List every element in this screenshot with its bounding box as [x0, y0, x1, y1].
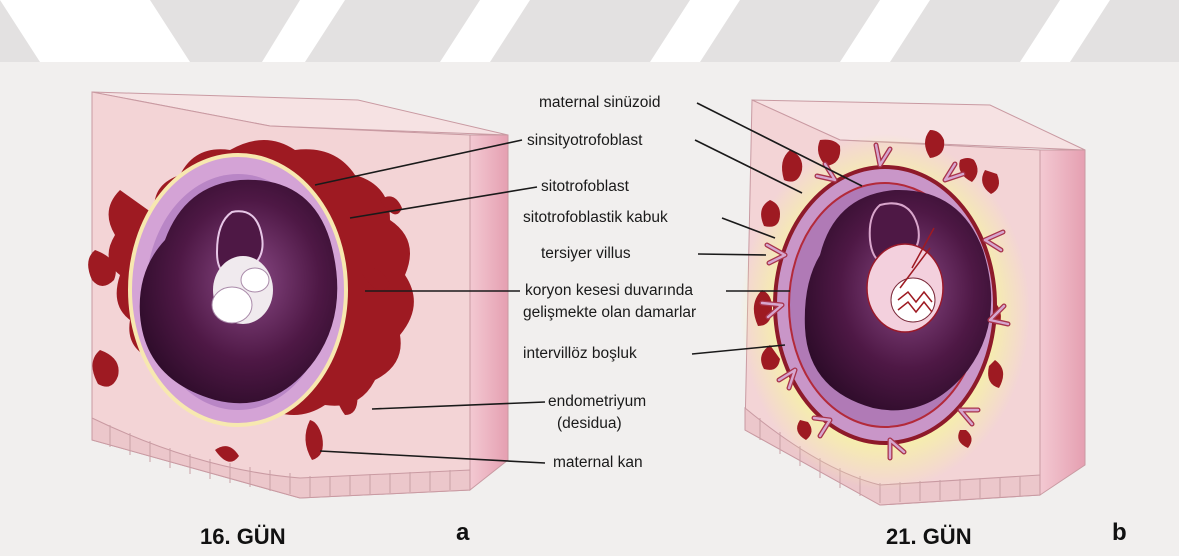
labels: maternal sinüzoid sinsityotrofoblast sit…	[523, 94, 696, 471]
leader-tersiyer-villus	[698, 254, 766, 255]
label-endometriyum-line1: endometriyum	[548, 393, 646, 410]
label-endometriyum-line2: (desidua)	[557, 415, 622, 432]
label-sitotrofoblast: sitotrofoblast	[541, 178, 630, 195]
caption-panel-b-letter: b	[1112, 519, 1127, 546]
caption-panel-a-day: 16. GÜN	[200, 524, 286, 549]
label-sitotrofoblastik-kabuk: sitotrofoblastik kabuk	[523, 209, 668, 226]
captions: 16. GÜN a 21. GÜN b	[200, 519, 1127, 549]
label-intervilloz-bosluk: intervillöz boşluk	[523, 345, 637, 362]
caption-panel-a-letter: a	[456, 519, 470, 546]
label-koryon-line2: gelişmekte olan damarlar	[523, 304, 696, 321]
panel-a-chorionic-sac	[130, 155, 346, 425]
caption-panel-b-day: 21. GÜN	[886, 524, 972, 549]
label-sinsityotrofoblast: sinsityotrofoblast	[527, 132, 643, 149]
label-koryon-line1: koryon kesesi duvarında	[525, 282, 693, 299]
label-maternal-kan: maternal kan	[553, 454, 643, 471]
watermark-band	[0, 0, 1179, 62]
label-maternal-sinuzoid: maternal sinüzoid	[539, 94, 660, 111]
label-tersiyer-villus: tersiyer villus	[541, 245, 631, 262]
